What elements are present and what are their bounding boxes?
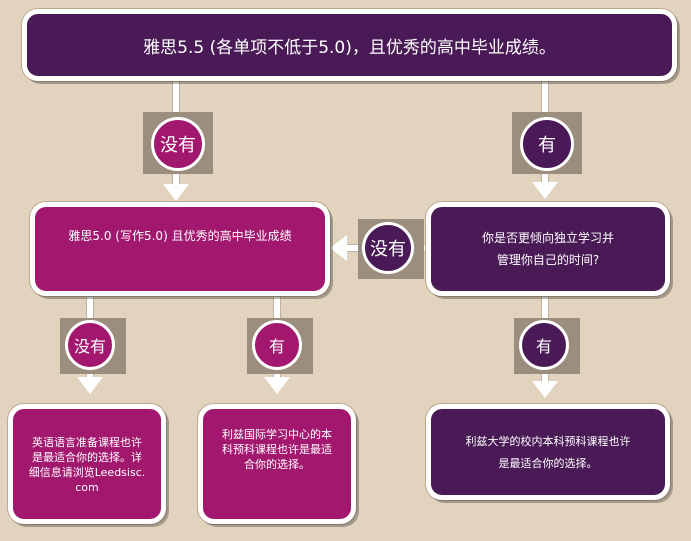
- independent-study-question-box: 你是否更倾向独立学习并 管理你自己的时间?: [426, 202, 670, 296]
- isc-foundation-outcome-box: 利兹国际学习中心的本 科预科课程也许是最适 合你的选择。: [198, 404, 356, 524]
- english-course-outcome-line1: 英语语言准备课程也许: [32, 436, 142, 449]
- university-foundation-outcome-line2: 是最适合你的选择。: [498, 457, 598, 470]
- arrow-to-independent-box: [532, 182, 558, 199]
- isc-foundation-outcome-line1: 利兹国际学习中心的本: [222, 428, 332, 441]
- label-no-middle: 没有: [362, 222, 414, 274]
- arrow-to-university-outcome: [532, 381, 558, 398]
- top-question-text: 雅思5.5 (各单项不低于5.0)，且优秀的高中毕业成绩。: [143, 37, 556, 58]
- label-no-top: 没有: [151, 117, 205, 171]
- label-yes-top: 有: [520, 117, 574, 171]
- ielts50-question-box: 雅思5.0 (写作5.0) 且优秀的高中毕业成绩: [30, 202, 330, 296]
- arrow-to-ielts50-box: [163, 184, 189, 201]
- english-course-outcome-line3: 细信息请浏览Leedsisc.: [28, 466, 146, 479]
- ielts50-question-text: 雅思5.0 (写作5.0) 且优秀的高中毕业成绩: [68, 229, 292, 243]
- university-foundation-outcome-line1: 利兹大学的校内本科预科课程也许: [465, 435, 631, 448]
- isc-foundation-outcome-line3: 合你的选择。: [244, 458, 310, 471]
- english-course-outcome-box: 英语语言准备课程也许 是最适合你的选择。详 细信息请浏览Leedsisc. co…: [8, 404, 166, 524]
- independent-study-question-line2: 管理你自己的时间?: [496, 253, 600, 267]
- english-course-outcome-line2: 是最适合你的选择。详: [32, 451, 142, 464]
- arrow-to-ielts50-from-independent: [330, 235, 347, 261]
- university-foundation-outcome-box: 利兹大学的校内本科预科课程也许 是最适合你的选择。: [426, 404, 670, 500]
- arrow-to-isc-outcome: [264, 377, 290, 394]
- english-course-outcome-line4: com: [75, 481, 99, 494]
- top-question-box: 雅思5.5 (各单项不低于5.0)，且优秀的高中毕业成绩。: [22, 9, 677, 81]
- label-yes-bottom-right: 有: [519, 320, 569, 370]
- independent-study-question-line1: 你是否更倾向独立学习并: [481, 231, 614, 245]
- label-no-bottom: 没有: [65, 320, 115, 370]
- label-yes-bottom-left: 有: [252, 320, 302, 370]
- arrow-to-english-outcome: [77, 377, 103, 394]
- isc-foundation-outcome-line2: 科预科课程也许是最适: [222, 443, 332, 456]
